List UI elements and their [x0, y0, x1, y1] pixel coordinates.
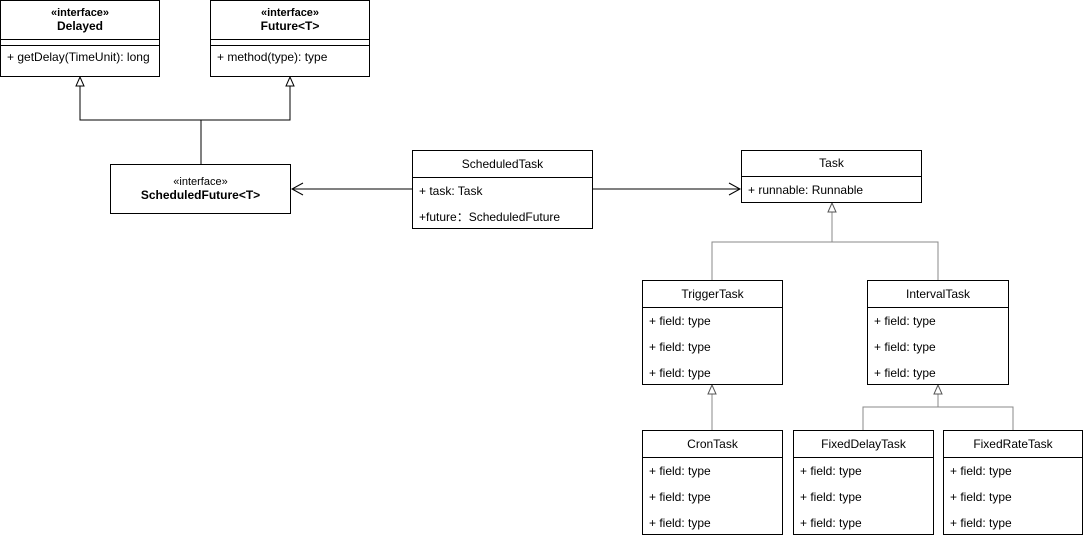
class-trigger-task[interactable]: TriggerTask + field: type + field: type …	[642, 280, 783, 385]
class-fixed-delay-task[interactable]: FixedDelayTask + field: type + field: ty…	[793, 430, 934, 535]
field-row: + field: type	[874, 366, 936, 380]
class-name: Task	[819, 156, 844, 170]
arrow-head-scheduledfuture	[290, 182, 304, 196]
edge-fixedratetask-intervaltask	[938, 406, 1014, 430]
stereotype: «interface»	[260, 7, 320, 19]
class-cron-task[interactable]: CronTask + field: type + field: type + f…	[642, 430, 783, 535]
class-scheduled-future[interactable]: «interface» ScheduledFuture<T>	[110, 164, 291, 214]
class-name: Delayed	[56, 19, 104, 33]
inherit-arrow-delayed	[75, 75, 85, 87]
field-row: + field: type	[800, 516, 862, 530]
edge-triggertask-task	[711, 212, 833, 280]
inherit-arrow-intervaltask	[933, 383, 943, 395]
field-row: + runnable: Runnable	[748, 183, 864, 197]
class-future[interactable]: «interface» Future<T> + method(type): ty…	[210, 0, 370, 77]
edge-fixeddelaytask-intervaltask	[862, 394, 939, 430]
field-row: + field: type	[800, 464, 862, 478]
field-row: + field: type	[950, 516, 1012, 530]
edge-scheduledfuture-delayed	[79, 86, 202, 164]
field-row: + field: type	[950, 490, 1012, 504]
field-row: + field: type	[649, 490, 711, 504]
class-name: FixedRateTask	[973, 436, 1053, 451]
arrow-head-task	[728, 182, 742, 196]
field-row: +future：ScheduledFuture	[419, 210, 561, 224]
class-fixed-rate-task[interactable]: FixedRateTask + field: type + field: typ…	[943, 430, 1083, 535]
field-row: + field: type	[649, 314, 711, 328]
inherit-arrow-triggertask	[707, 383, 717, 395]
method-row: + getDelay(TimeUnit): long	[7, 50, 150, 64]
field-row: + field: type	[649, 516, 711, 530]
class-name: ScheduledFuture<T>	[140, 188, 261, 202]
field-row: + field: type	[800, 490, 862, 504]
class-name: Future<T>	[260, 19, 320, 33]
class-scheduled-task[interactable]: ScheduledTask + task: Task +future：Sched…	[412, 150, 593, 229]
field-row: + field: type	[874, 340, 936, 354]
class-name: FixedDelayTask	[821, 436, 906, 451]
divider	[211, 40, 369, 46]
field-row: + field: type	[950, 464, 1012, 478]
class-name: TriggerTask	[681, 286, 744, 301]
field-row: + field: type	[649, 366, 711, 380]
stereotype: «interface»	[50, 7, 110, 19]
method-row: + method(type): type	[217, 50, 328, 64]
inherit-arrow-future	[285, 75, 295, 87]
divider	[1, 40, 159, 46]
field-row: + field: type	[649, 340, 711, 354]
field-row: + field: type	[874, 314, 936, 328]
class-delayed[interactable]: «interface» Delayed + getDelay(TimeUnit)…	[0, 0, 160, 77]
inherit-arrow-task	[827, 201, 837, 213]
class-name: IntervalTask	[905, 286, 971, 301]
class-name: CronTask	[687, 436, 738, 451]
edge-intervaltask-task	[832, 241, 939, 280]
class-task[interactable]: Task + runnable: Runnable	[741, 150, 922, 203]
field-row: + field: type	[649, 464, 711, 478]
edge-scheduledfuture-future	[201, 86, 291, 121]
class-name: ScheduledTask	[461, 156, 544, 171]
field-row: + task: Task	[419, 184, 483, 198]
class-interval-task[interactable]: IntervalTask + field: type + field: type…	[867, 280, 1009, 385]
stereotype: «interface»	[173, 176, 228, 188]
